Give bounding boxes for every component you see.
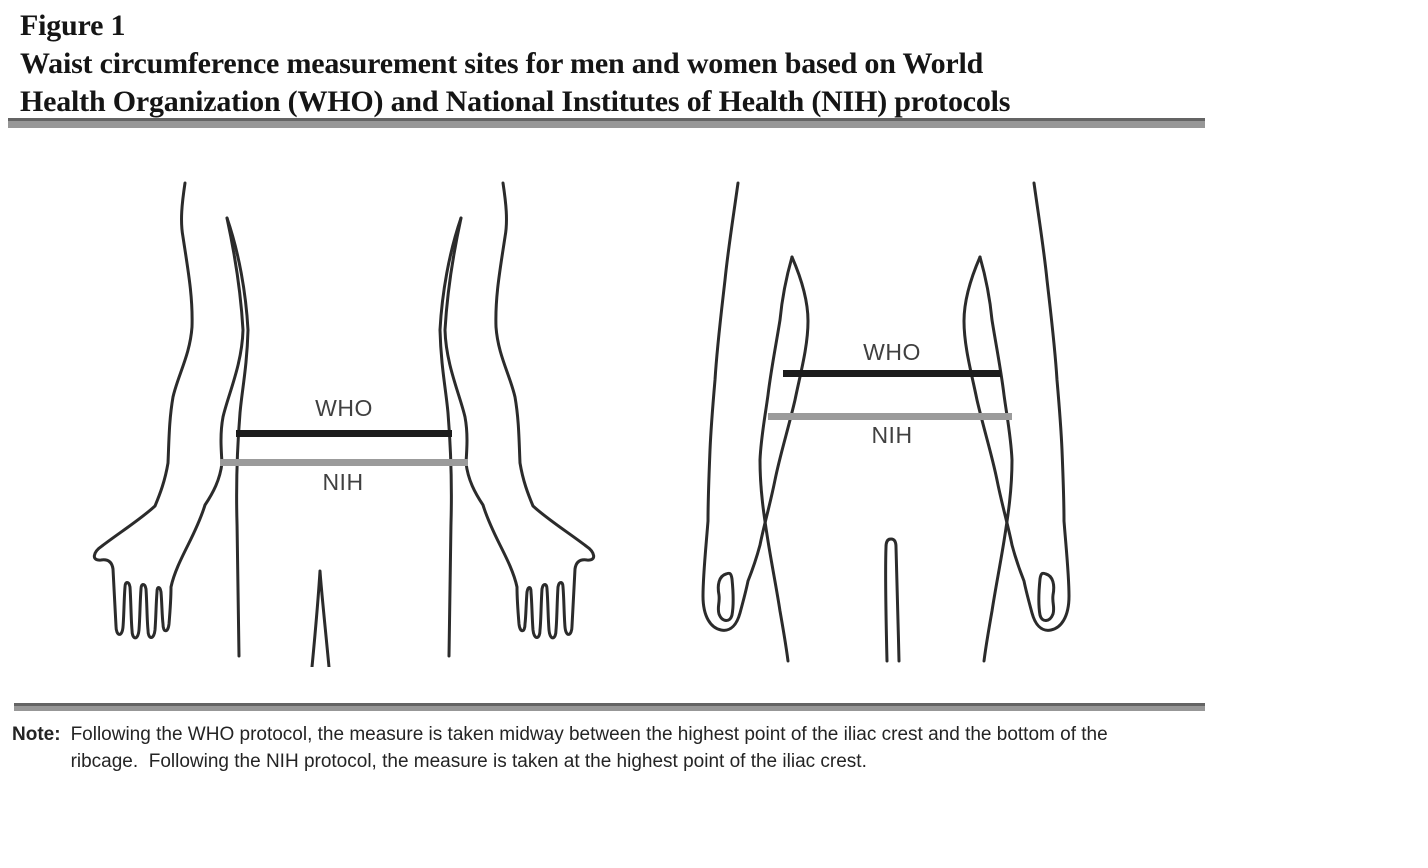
male-gluteal-cleft-line <box>310 569 331 667</box>
figure-title-line-1: Waist circumference measurement sites fo… <box>20 47 984 80</box>
who-label-men: WHO <box>315 395 373 421</box>
nih-label-women: NIH <box>871 422 913 448</box>
note-text: Following the WHO protocol, the measure … <box>71 721 1108 775</box>
who-label-women: WHO <box>863 339 921 365</box>
nih-measurement-line-women <box>768 413 1012 420</box>
note-block: Note: Following the WHO protocol, the me… <box>12 721 1108 775</box>
female-torso-drawing <box>701 181 1071 663</box>
male-right-side <box>438 181 596 658</box>
female-right-side <box>962 181 1071 663</box>
female-gluteal-cleft-line <box>884 537 901 663</box>
who-measurement-line-men <box>236 430 452 437</box>
male-left-side <box>92 181 250 658</box>
figure-caption: Figure 1 Waist circumference measurement… <box>20 7 1010 121</box>
note-label: Note: <box>12 724 61 745</box>
note-line-1: Following the WHO protocol, the measure … <box>70 724 1108 745</box>
figure-label: Figure 1 <box>20 9 126 42</box>
female-left-side <box>701 181 810 663</box>
figure-title-line-2: Health Organization (WHO) and National I… <box>20 85 1011 118</box>
note-rule <box>14 703 1205 711</box>
title-rule <box>8 118 1205 128</box>
note-line-2: ribcage. Following the NIH protocol, the… <box>70 751 867 772</box>
male-torso-drawing <box>92 181 596 667</box>
who-measurement-line-women <box>783 370 1001 377</box>
nih-label-men: NIH <box>322 469 364 495</box>
nih-measurement-line-men <box>220 459 468 466</box>
